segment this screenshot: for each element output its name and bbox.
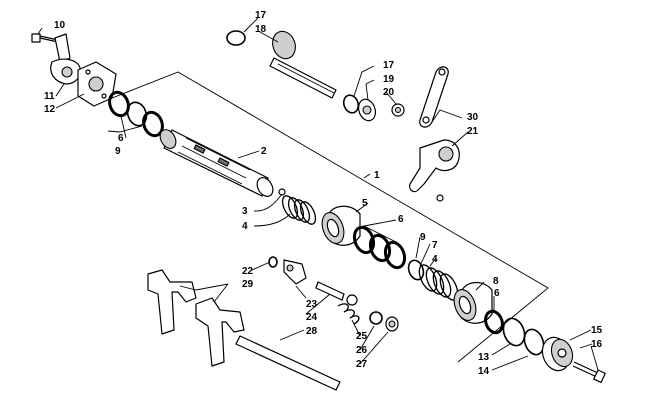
callout-9a: 9 bbox=[115, 146, 121, 157]
callout-28: 28 bbox=[306, 326, 318, 337]
callout-23: 23 bbox=[306, 299, 318, 310]
callout-11: 11 bbox=[44, 91, 55, 102]
part-11-12-selector-lever bbox=[50, 33, 117, 107]
part-6-13-14-washers-right bbox=[484, 309, 545, 356]
part-29-shift-forks bbox=[147, 269, 245, 367]
callout-27: 27 bbox=[356, 359, 368, 370]
callout-29: 29 bbox=[242, 279, 254, 290]
callout-5: 5 bbox=[362, 198, 368, 209]
callout-19: 19 bbox=[383, 74, 395, 85]
callout-7: 7 bbox=[432, 240, 438, 251]
callout-15: 15 bbox=[591, 325, 603, 336]
part-4-spring-left bbox=[281, 195, 317, 225]
callout-25: 25 bbox=[356, 331, 368, 342]
part-5-cam bbox=[321, 205, 361, 246]
part-15-16-gear-bolt bbox=[541, 336, 606, 384]
part-22-27-detent-group bbox=[268, 256, 399, 332]
callout-13: 13 bbox=[478, 352, 490, 363]
callout-30: 30 bbox=[467, 112, 479, 123]
callout-2: 2 bbox=[261, 146, 267, 157]
callout-4a: 4 bbox=[242, 221, 248, 232]
callout-10: 10 bbox=[54, 20, 66, 31]
callout-26: 26 bbox=[356, 345, 368, 356]
callout-labels: 1 2 3 4 4 5 6 6 6 7 8 9 9 10 11 12 13 14… bbox=[44, 10, 603, 377]
callout-6c: 6 bbox=[494, 288, 500, 299]
callout-6a: 6 bbox=[118, 133, 124, 144]
part-21-30-linkage bbox=[409, 66, 460, 202]
part-2-shift-drum bbox=[159, 129, 286, 197]
leader-lines bbox=[37, 17, 599, 371]
callout-8: 8 bbox=[493, 276, 499, 287]
callout-18: 18 bbox=[255, 24, 267, 35]
part-4-spring-right bbox=[418, 264, 459, 301]
callout-16: 16 bbox=[591, 339, 603, 350]
callout-22: 22 bbox=[242, 266, 254, 277]
callout-21: 21 bbox=[467, 126, 479, 137]
callout-6b: 6 bbox=[398, 214, 404, 225]
part-6-9-washers-middle bbox=[352, 225, 425, 281]
callout-24: 24 bbox=[306, 312, 318, 323]
part-28-fork-shaft bbox=[235, 335, 341, 391]
callout-3: 3 bbox=[242, 206, 248, 217]
callout-20: 20 bbox=[383, 87, 395, 98]
callout-4b: 4 bbox=[432, 254, 438, 265]
part-6-9-washers-left bbox=[108, 90, 164, 138]
part-17-18-shift-shaft bbox=[226, 30, 405, 122]
callout-17b: 17 bbox=[383, 60, 395, 71]
callout-12: 12 bbox=[44, 104, 56, 115]
part-8-cam bbox=[453, 281, 493, 324]
callout-1: 1 bbox=[374, 170, 380, 181]
callout-9b: 9 bbox=[420, 232, 426, 243]
callout-14: 14 bbox=[478, 366, 490, 377]
callout-17a: 17 bbox=[255, 10, 267, 21]
part-10-bolt bbox=[31, 33, 59, 43]
